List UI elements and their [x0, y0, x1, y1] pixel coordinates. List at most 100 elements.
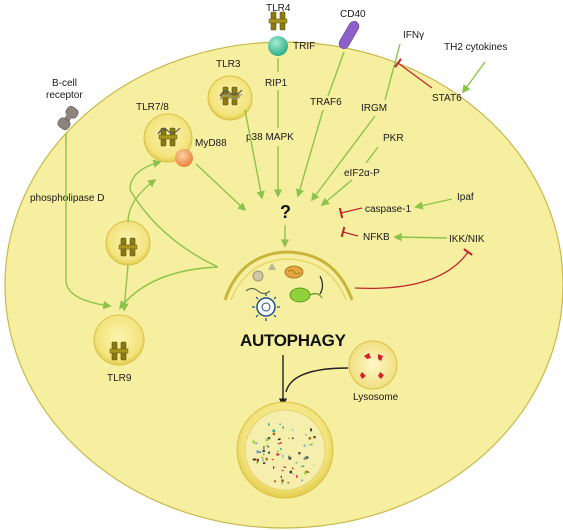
rip1-label: RIP1	[265, 78, 288, 89]
inhibition-lines	[338, 58, 473, 290]
debris-speck	[257, 458, 259, 462]
debris-speck	[273, 466, 275, 469]
debris-speck	[282, 426, 284, 429]
debris-speck	[301, 479, 304, 482]
debris-speck	[260, 456, 264, 459]
tlr3-label: TLR3	[216, 59, 241, 70]
debris-speck	[272, 432, 276, 436]
debris-speck	[252, 458, 256, 461]
caspase-1-label: caspase-1	[365, 204, 412, 215]
debris-speck	[295, 462, 298, 464]
autolysosome	[236, 401, 334, 499]
debris-speck	[266, 438, 269, 441]
lysosome-enzymes	[360, 353, 384, 379]
debris-speck	[271, 459, 274, 461]
debris-speck	[265, 457, 268, 461]
myd88-icon	[175, 149, 193, 167]
debris-speck	[304, 471, 307, 475]
debris-speck	[268, 423, 270, 426]
debris-speck	[305, 456, 309, 459]
debris-speck	[277, 450, 279, 453]
debris-speck	[268, 451, 270, 454]
debris-speck	[306, 471, 310, 473]
debris-speck	[303, 457, 306, 460]
lysosome-label: Lysosome	[353, 392, 399, 403]
debris-speck	[267, 437, 271, 440]
debris-speck	[263, 446, 265, 449]
debris-speck	[252, 440, 255, 444]
eif2a-label: eIF2α-P	[344, 168, 380, 179]
ipaf-label: Ipaf	[457, 192, 474, 203]
phospholipase-d-label: phospholipase D	[30, 193, 105, 204]
cd40-label: CD40	[340, 9, 366, 20]
debris-speck	[288, 455, 290, 457]
tlr9-label: TLR9	[107, 373, 132, 384]
debris-speck	[263, 453, 265, 456]
debris-speck	[289, 470, 292, 474]
debris-speck	[277, 443, 280, 445]
debris-speck	[304, 456, 307, 460]
debris-speck	[265, 438, 267, 442]
debris-speck	[305, 470, 308, 472]
traf6-label: TRAF6	[310, 97, 342, 108]
trif-icon	[268, 36, 288, 56]
debris-speck	[256, 450, 260, 454]
debris-speck	[291, 437, 294, 440]
cd40-receptor	[338, 21, 360, 49]
debris-speck	[273, 480, 277, 483]
tlr4-label: TLR4	[266, 3, 291, 14]
debris-speck	[292, 473, 295, 475]
debris-speck	[281, 469, 284, 472]
trif-label: TRIF	[293, 41, 315, 52]
debris-speck	[280, 475, 282, 479]
debris-speck	[288, 437, 290, 439]
virus-icon	[256, 297, 276, 317]
debris-speck	[282, 454, 284, 458]
debris-speck	[267, 445, 270, 448]
debris-speck	[296, 475, 298, 478]
debris-speck	[279, 442, 282, 444]
debris-speck	[283, 466, 286, 468]
ifng-label: IFNγ	[403, 30, 424, 41]
tlr-vesicle-middle	[105, 220, 151, 266]
nfkb-label: NFKB	[363, 232, 390, 243]
th2-cytokines-label: TH2 cytokines	[444, 42, 507, 53]
debris-speck	[298, 452, 301, 455]
debris-speck	[288, 456, 292, 460]
ikk-nik-label: IKK/NIK	[449, 234, 485, 245]
debris-speck	[310, 428, 312, 432]
debris-speck	[266, 444, 268, 447]
debris-speck	[272, 429, 276, 432]
debris-speck	[259, 451, 261, 453]
autophagosome	[223, 250, 354, 321]
debris-speck	[277, 438, 281, 441]
debris-speck	[313, 464, 315, 466]
debris-speck	[262, 458, 264, 462]
bcell-receptor-icon	[57, 105, 79, 131]
debris-speck	[256, 461, 258, 464]
stat6-label: STAT6	[432, 93, 462, 104]
activation-arrows	[65, 43, 486, 312]
debris-speck	[305, 434, 307, 436]
degraded-debris	[252, 423, 316, 485]
debris-speck	[254, 442, 258, 445]
irgm-label: IRGM	[361, 103, 387, 114]
p38-mapk-label: p38 MAPK	[246, 132, 294, 143]
autophagy-label: AUTOPHAGY	[240, 331, 347, 350]
bcell-receptor-label-2: receptor	[46, 90, 83, 101]
tlr78-label: TLR7/8	[136, 102, 169, 113]
debris-speck	[313, 436, 316, 439]
debris-speck	[303, 444, 306, 447]
debris-speck	[292, 429, 294, 431]
debris-speck	[280, 448, 282, 450]
debris-speck	[281, 479, 284, 483]
debris-speck	[308, 437, 312, 440]
question-mark: ?	[280, 202, 291, 222]
debris-speck	[287, 481, 290, 484]
pkr-label: PKR	[383, 133, 404, 144]
tlr4-receptor	[268, 11, 288, 31]
debris-speck	[263, 462, 266, 464]
bcell-receptor-label-1: B-cell	[52, 78, 77, 89]
